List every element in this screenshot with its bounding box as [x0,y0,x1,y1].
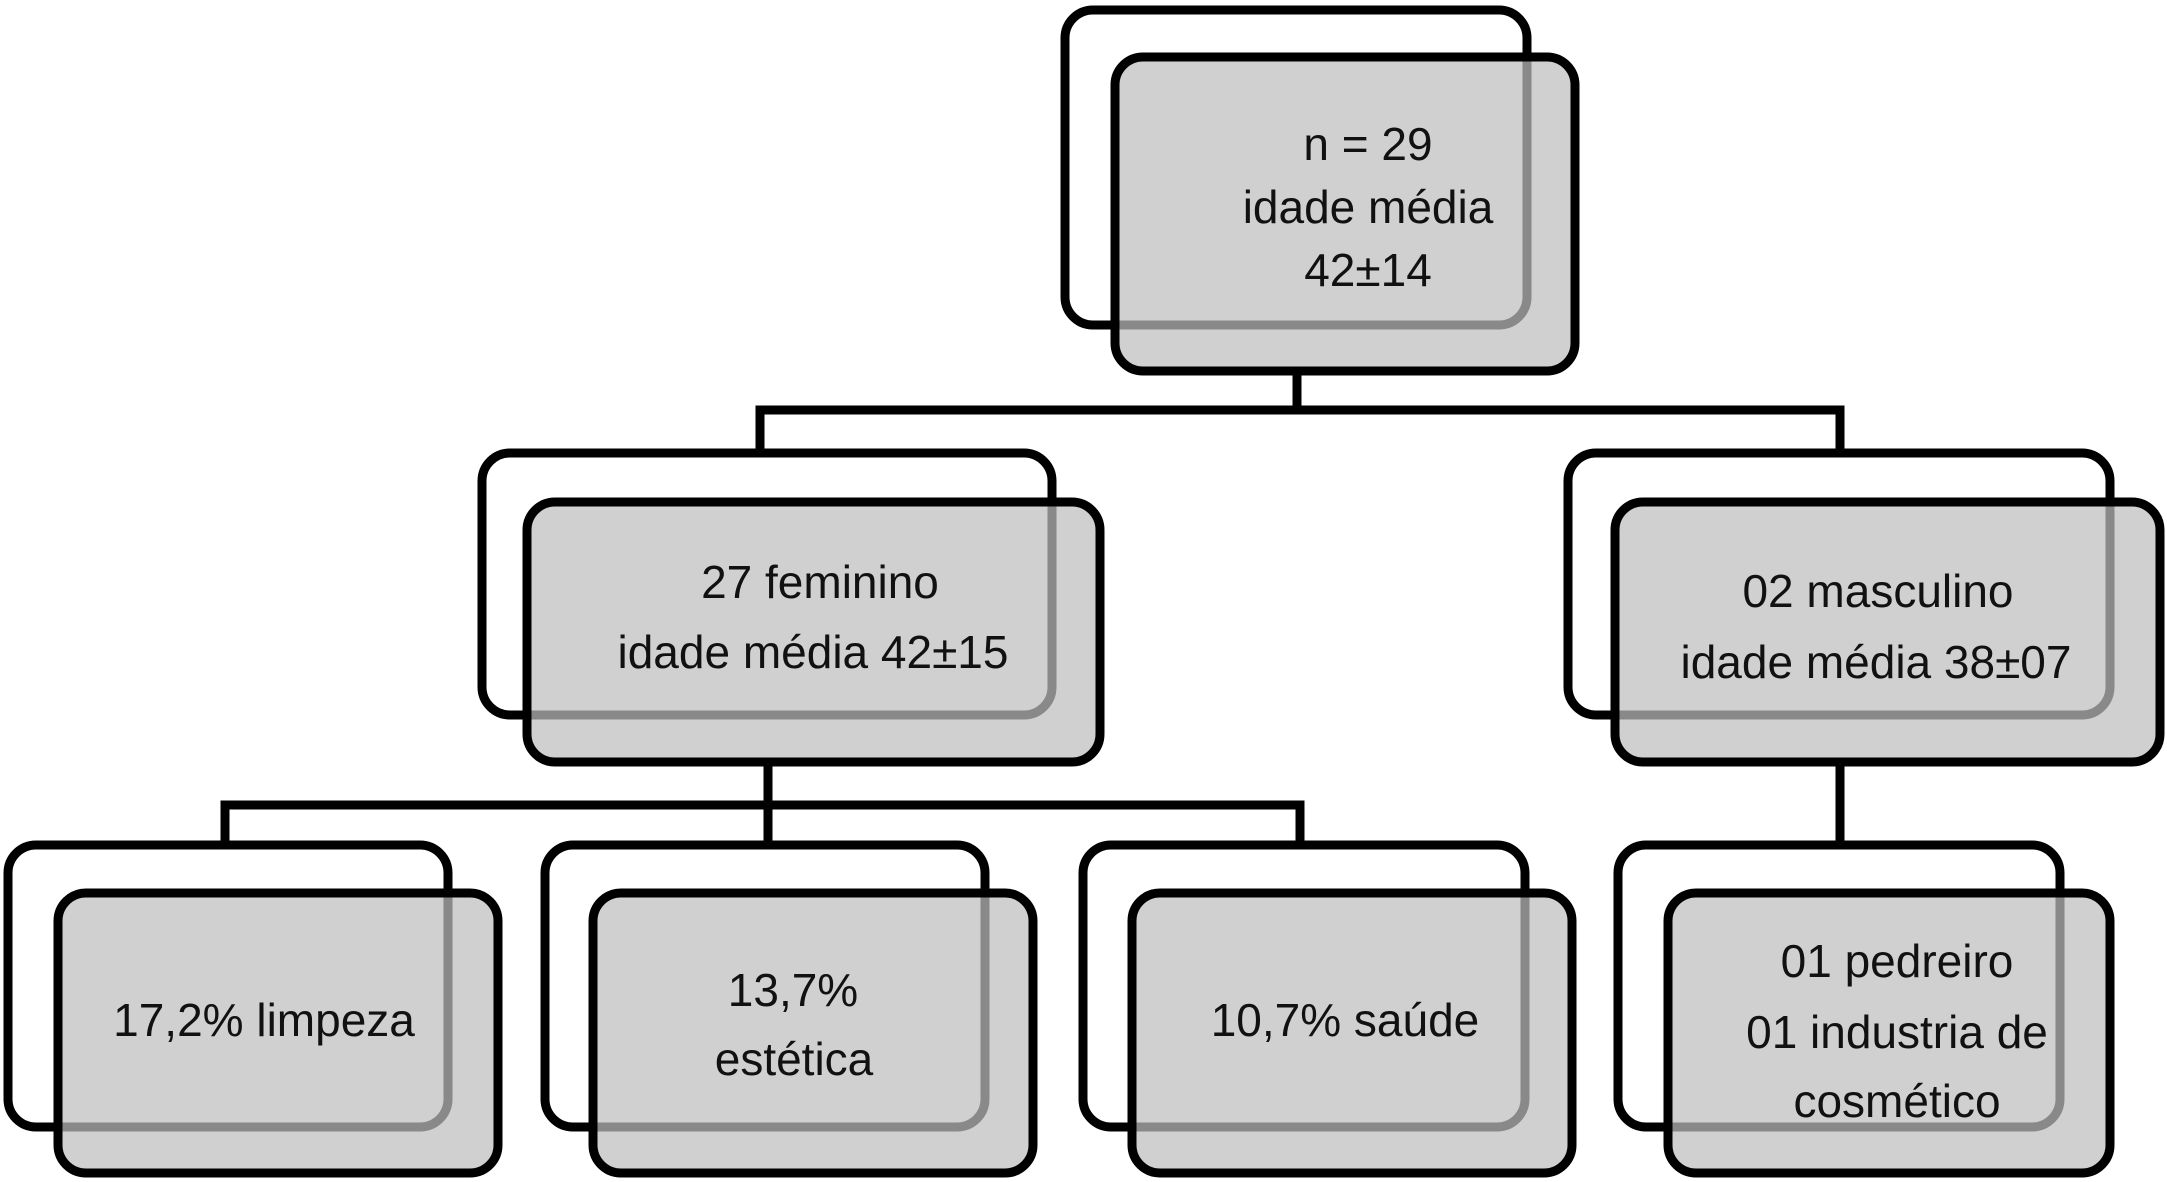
female-age-label: idade média 42±15 [618,626,1009,678]
occupation-male-pedreiro: 01 pedreiro [1781,935,2014,987]
occupation-male-industria: 01 industria de [1746,1006,2048,1058]
root-box: n = 29 idade média 42±14 [1060,5,1580,376]
occupation-box-limpeza: 17,2% limpeza [3,840,503,1178]
occupation-estetica-label: estética [715,1033,874,1085]
connector-root-to-sex [755,367,1845,502]
occupation-limpeza-label: 17,2% limpeza [113,994,415,1046]
male-age-label: idade média 38±07 [1681,636,2072,688]
occupation-box-saude: 10,7% saúde [1078,840,1577,1178]
root-age-value: 42±14 [1304,244,1432,296]
occupation-saude-face [1127,888,1577,1178]
male-box-face [1610,497,2165,767]
occupation-box-male: 01 pedreiro 01 industria de cosmético [1613,840,2115,1178]
male-box: 02 masculino idade média 38±07 [1563,448,2165,767]
occupation-estetica-face [588,888,1038,1178]
occupation-limpeza-face [53,888,503,1178]
occupation-male-face [1663,888,2115,1178]
male-count-label: 02 masculino [1742,565,2013,617]
female-box-face [522,497,1105,767]
female-box: 27 feminino idade média 42±15 [477,448,1105,767]
root-box-face [1110,52,1580,376]
connectors [220,367,1845,893]
occupation-saude-label: 10,7% saúde [1211,994,1480,1046]
occupation-estetica-percent: 13,7% [728,964,858,1016]
root-age-label: idade média [1243,181,1494,233]
occupation-male-cosmetico: cosmético [1793,1075,2000,1127]
root-total-label: n = 29 [1303,118,1432,170]
occupation-box-estetica: 13,7% estética [540,840,1038,1178]
female-count-label: 27 feminino [701,556,939,608]
